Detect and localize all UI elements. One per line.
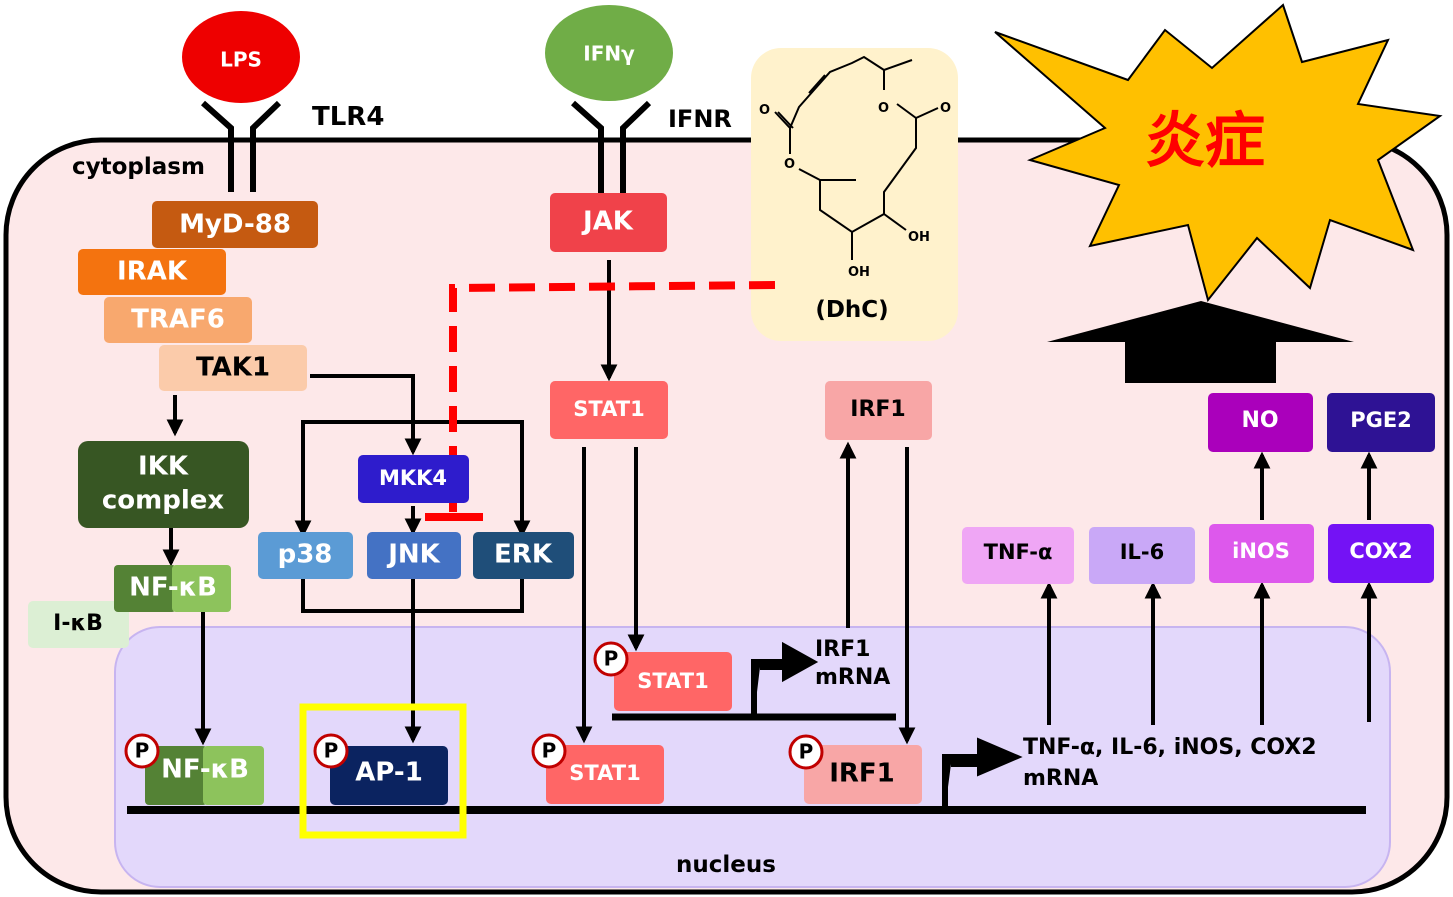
- p38-label: p38: [278, 540, 333, 570]
- stat1-box: [550, 381, 668, 439]
- big-up-arrow: [1047, 301, 1354, 383]
- irf1-mrna-line1: IRF1: [815, 637, 870, 662]
- ap1-box: [330, 746, 448, 805]
- ifnr-label: IFNR: [668, 105, 732, 133]
- phospho-marker-ap1: P: [313, 733, 349, 769]
- dhc-inhibition: [425, 281, 776, 521]
- cox2-label: COX2: [1349, 539, 1412, 563]
- ikk-label-line2: complex: [102, 486, 225, 516]
- nfkb-nuclear-light-box: [203, 746, 264, 805]
- p38-box: [258, 532, 353, 579]
- svg-text:P: P: [135, 739, 150, 763]
- nucleus-label: nucleus: [676, 852, 776, 878]
- nfkb-nuclear-dark-box: [145, 746, 207, 805]
- tak1-box: [159, 345, 307, 391]
- svg-text:P: P: [799, 740, 814, 764]
- irak-label: IRAK: [117, 257, 188, 287]
- stat1-p-lower-label: STAT1: [569, 761, 640, 785]
- cytoplasm-label: cytoplasm: [72, 154, 205, 180]
- tak1-label: TAK1: [196, 353, 270, 383]
- il6-label: IL-6: [1120, 540, 1165, 564]
- nfkb-nuclear-label: NF-κB: [161, 755, 249, 785]
- myd88-box: [152, 201, 318, 248]
- ikb-label: I-κB: [53, 611, 103, 636]
- irak-box: [78, 249, 226, 295]
- lps-ligand: [182, 11, 300, 103]
- inos-label: iNOS: [1232, 539, 1290, 563]
- phospho-marker-stat1-upper: P: [593, 641, 629, 677]
- atom-o-4: O: [940, 101, 951, 116]
- atom-oh-2: OH: [848, 265, 870, 280]
- nfkb-dark-box: [114, 565, 176, 612]
- svg-text:P: P: [324, 739, 339, 763]
- cytokine-mrna-line2: mRNA: [1023, 766, 1098, 791]
- ap1-highlight: [299, 703, 467, 839]
- cytokine-mrna-line1: TNF-α, IL-6, iNOS, COX2: [1023, 735, 1317, 760]
- jak-box: [550, 193, 667, 252]
- no-label: NO: [1241, 408, 1278, 433]
- dhc-structure: [774, 55, 939, 234]
- ifnr-receptor: [571, 100, 652, 193]
- nfkb-light-box: [172, 565, 231, 612]
- irf1-label: IRF1: [850, 397, 905, 422]
- compound-name: (DhC): [815, 297, 888, 323]
- jnk-box: [367, 532, 461, 579]
- atom-o-3: O: [878, 101, 889, 116]
- atom-o-2: O: [784, 157, 795, 172]
- traf6-box: [104, 297, 252, 343]
- inflammation-burst: [994, 3, 1443, 303]
- pge2-box: [1327, 393, 1435, 452]
- compound-panel: [751, 48, 958, 341]
- irf1-promoter-arrow: [751, 641, 819, 717]
- inos-box: [1209, 524, 1314, 583]
- erk-box: [473, 532, 574, 579]
- inflammation-label: 炎症: [1145, 107, 1265, 177]
- stat1-label: STAT1: [573, 397, 644, 421]
- phospho-marker-stat1-lower: P: [531, 733, 567, 769]
- ap1-label: AP-1: [355, 758, 423, 788]
- ifng-label: IFNγ: [583, 42, 635, 66]
- nucleus-compartment: [114, 626, 1391, 888]
- ikb-box: [28, 601, 129, 648]
- cytokine-promoter-arrow: [942, 737, 1023, 810]
- ikk-complex-box: [78, 441, 249, 528]
- stat1-p-upper-box: [614, 652, 732, 711]
- ikk-label-line1: IKK: [138, 452, 189, 482]
- irf1-mrna-line2: mRNA: [815, 665, 890, 690]
- stat1-p-lower-box: [546, 745, 664, 804]
- irf1-nuclear-box: [804, 745, 922, 804]
- pathway-connectors: [162, 260, 1378, 746]
- phospho-marker-nfkb: P: [124, 733, 160, 769]
- traf6-label: TRAF6: [131, 305, 225, 335]
- phospho-marker-irf1: P: [788, 734, 824, 770]
- tlr4-receptor: [201, 100, 282, 192]
- myd88-label: MyD-88: [179, 210, 291, 240]
- phospho-markers: P P P P P: [124, 641, 824, 770]
- dhc-atoms: O O O O OH OH: [759, 101, 951, 280]
- irf1-nuclear-label: IRF1: [829, 759, 895, 789]
- cox2-box: [1328, 524, 1434, 583]
- tnfa-label: TNF-α: [984, 540, 1053, 564]
- atom-oh-1: OH: [908, 230, 930, 245]
- no-box: [1208, 393, 1313, 452]
- dhc-bond-oh1: [883, 213, 907, 231]
- pge2-label: PGE2: [1350, 408, 1412, 432]
- stat1-p-upper-label: STAT1: [637, 669, 708, 693]
- lps-label: LPS: [220, 48, 262, 72]
- tnfa-box: [962, 527, 1074, 584]
- irf1-box: [825, 381, 932, 440]
- tlr4-label: TLR4: [312, 102, 384, 132]
- atom-o-1: O: [759, 103, 770, 118]
- ifng-ligand: [545, 5, 673, 101]
- jak-label: JAK: [581, 207, 634, 237]
- mkk4-label: MKK4: [379, 466, 447, 490]
- mkk4-box: [358, 455, 469, 503]
- jnk-label: JNK: [386, 540, 440, 570]
- svg-text:P: P: [542, 739, 557, 763]
- svg-text:P: P: [604, 647, 619, 671]
- erk-label: ERK: [494, 540, 553, 570]
- nfkb-label: NF-κB: [129, 573, 217, 603]
- il6-box: [1089, 527, 1195, 584]
